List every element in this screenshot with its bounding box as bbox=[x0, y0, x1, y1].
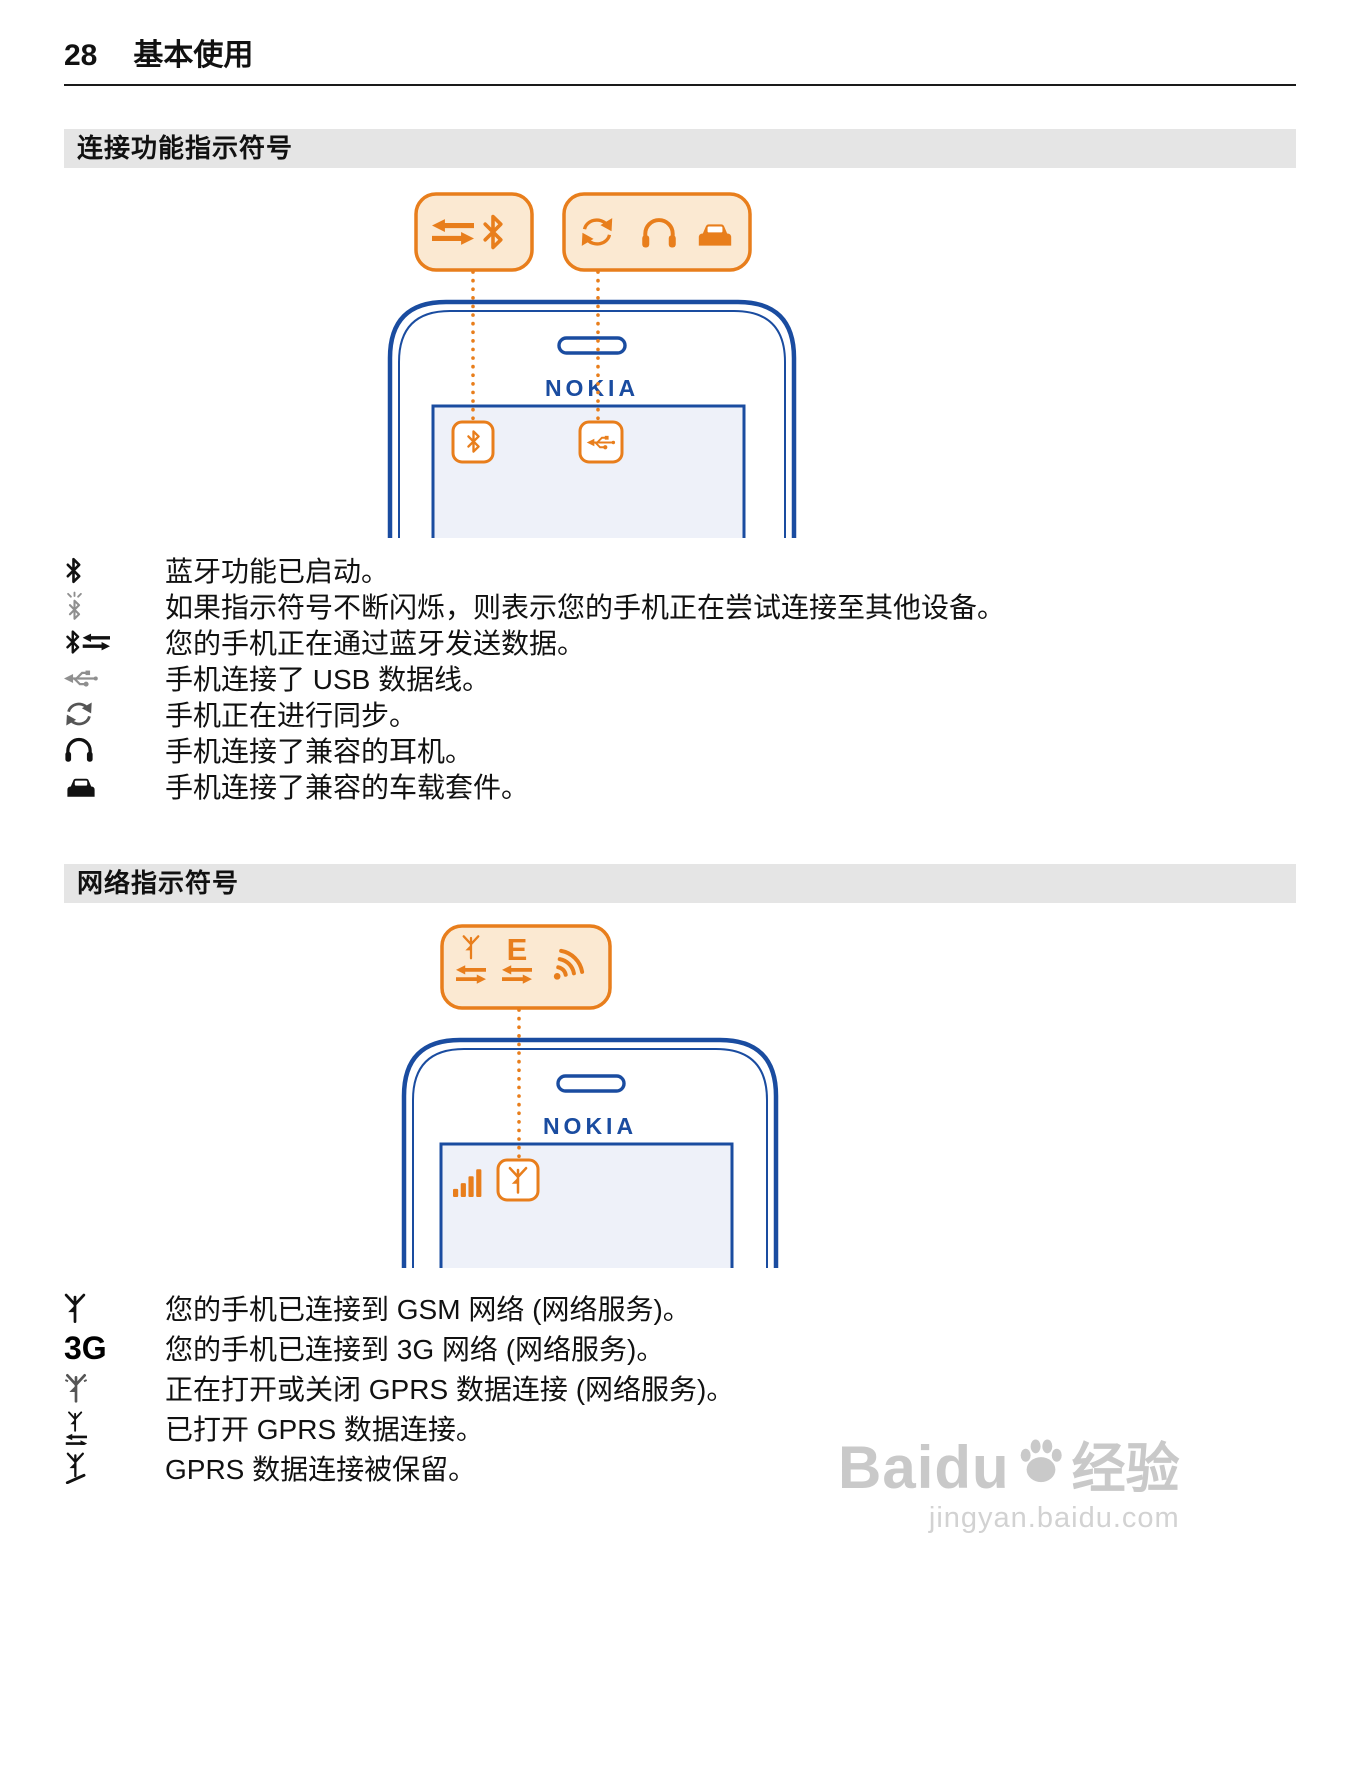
indicator-row: 手机连接了 USB 数据线。 bbox=[64, 660, 1314, 696]
network-diagram: NOKIA E bbox=[401, 924, 779, 1268]
indicator-text: 您的手机已连接到 GSM 网络 (网络服务)。 bbox=[165, 1294, 691, 1325]
callout-accessories bbox=[562, 192, 752, 272]
antenna-blinking-icon bbox=[64, 1372, 165, 1404]
baidu-watermark: Baidu 经验 jingyan.baidu.com bbox=[838, 1438, 1180, 1535]
watermark-brand: Baidu bbox=[838, 1434, 1010, 1501]
indicator-3g: 3G bbox=[64, 1332, 165, 1364]
indicator-row: 手机连接了兼容的车载套件。 bbox=[64, 768, 1314, 804]
connection-indicator-list: 蓝牙功能已启动。 如果指示符号不断闪烁，则表示您的手机正在尝试连接至其他设备。 … bbox=[64, 552, 1314, 804]
page-header: 28 基本使用 bbox=[64, 40, 1296, 86]
antenna-paused-icon bbox=[64, 1452, 165, 1484]
indicator-text: 正在打开或关闭 GPRS 数据连接 (网络服务)。 bbox=[165, 1374, 735, 1405]
earpiece bbox=[557, 336, 627, 355]
nokia-logo: NOKIA bbox=[543, 1113, 637, 1139]
car-icon bbox=[64, 775, 165, 798]
page-number: 28 bbox=[64, 39, 98, 72]
edge-label: E bbox=[507, 932, 528, 967]
screen-usb-indicator bbox=[578, 420, 624, 464]
indicator-row: 如果指示符号不断闪烁，则表示您的手机正在尝试连接至其他设备。 bbox=[64, 588, 1314, 624]
indicator-row: 手机连接了兼容的耳机。 bbox=[64, 732, 1314, 768]
headphones-icon bbox=[64, 737, 165, 763]
indicator-row: 手机正在进行同步。 bbox=[64, 696, 1314, 732]
bluetooth-blinking-icon bbox=[64, 591, 165, 622]
callout-network: E bbox=[440, 924, 612, 1010]
indicator-text: 您的手机已连接到 3G 网络 (网络服务)。 bbox=[165, 1334, 665, 1365]
indicator-row: 3G 您的手机已连接到 3G 网络 (网络服务)。 bbox=[64, 1328, 1314, 1368]
indicator-row: 已打开 GPRS 数据连接。 bbox=[64, 1408, 1314, 1448]
indicator-text: 手机连接了兼容的车载套件。 bbox=[165, 772, 530, 803]
antenna-icon bbox=[64, 1293, 165, 1323]
nokia-logo: NOKIA bbox=[545, 375, 639, 401]
page-section-title: 基本使用 bbox=[133, 39, 254, 72]
indicator-text: 已打开 GPRS 数据连接。 bbox=[165, 1414, 484, 1445]
usb-icon bbox=[64, 667, 165, 690]
watermark-brand-cn: 经验 bbox=[1071, 1439, 1180, 1500]
indicator-text: 手机正在进行同步。 bbox=[165, 700, 418, 731]
phone-outline: NOKIA bbox=[387, 299, 797, 538]
indicator-text: 手机连接了 USB 数据线。 bbox=[165, 664, 491, 695]
antenna-arrows-icon bbox=[64, 1411, 165, 1445]
phone-screen bbox=[431, 404, 746, 538]
indicator-text: GPRS 数据连接被保留。 bbox=[165, 1454, 477, 1485]
screen-antenna-indicator bbox=[496, 1158, 540, 1202]
network-section-heading: 网络指示符号 bbox=[64, 864, 1296, 903]
indicator-text: 手机连接了兼容的耳机。 bbox=[165, 736, 474, 767]
callout-bluetooth-transfer bbox=[414, 192, 534, 272]
connection-diagram: NOKIA bbox=[387, 192, 797, 538]
bluetooth-transfer-icon bbox=[64, 628, 165, 656]
indicator-row: 您的手机正在通过蓝牙发送数据。 bbox=[64, 624, 1314, 660]
network-indicator-list: 您的手机已连接到 GSM 网络 (网络服务)。 3G 您的手机已连接到 3G 网… bbox=[64, 1288, 1314, 1488]
screen-bluetooth-indicator bbox=[451, 420, 495, 464]
phone-screen bbox=[439, 1142, 734, 1268]
indicator-text: 您的手机正在通过蓝牙发送数据。 bbox=[165, 628, 586, 659]
sync-icon bbox=[64, 700, 165, 728]
indicator-row: 蓝牙功能已启动。 bbox=[64, 552, 1314, 588]
bluetooth-icon bbox=[64, 556, 165, 585]
phone-outline: NOKIA bbox=[401, 1037, 779, 1268]
watermark-url: jingyan.baidu.com bbox=[928, 1502, 1180, 1534]
earpiece bbox=[556, 1074, 626, 1093]
edge-transfer-icon: E bbox=[502, 932, 532, 984]
indicator-row: 您的手机已连接到 GSM 网络 (网络服务)。 bbox=[64, 1288, 1314, 1328]
indicator-row: 正在打开或关闭 GPRS 数据连接 (网络服务)。 bbox=[64, 1368, 1314, 1408]
3g-label: 3G bbox=[64, 1330, 107, 1366]
connection-section-heading: 连接功能指示符号 bbox=[64, 129, 1296, 168]
baidu-paw-icon bbox=[1018, 1438, 1064, 1484]
indicator-text: 蓝牙功能已启动。 bbox=[165, 556, 390, 587]
indicator-text: 如果指示符号不断闪烁，则表示您的手机正在尝试连接至其他设备。 bbox=[165, 592, 1006, 623]
indicator-row: GPRS 数据连接被保留。 bbox=[64, 1448, 1314, 1488]
